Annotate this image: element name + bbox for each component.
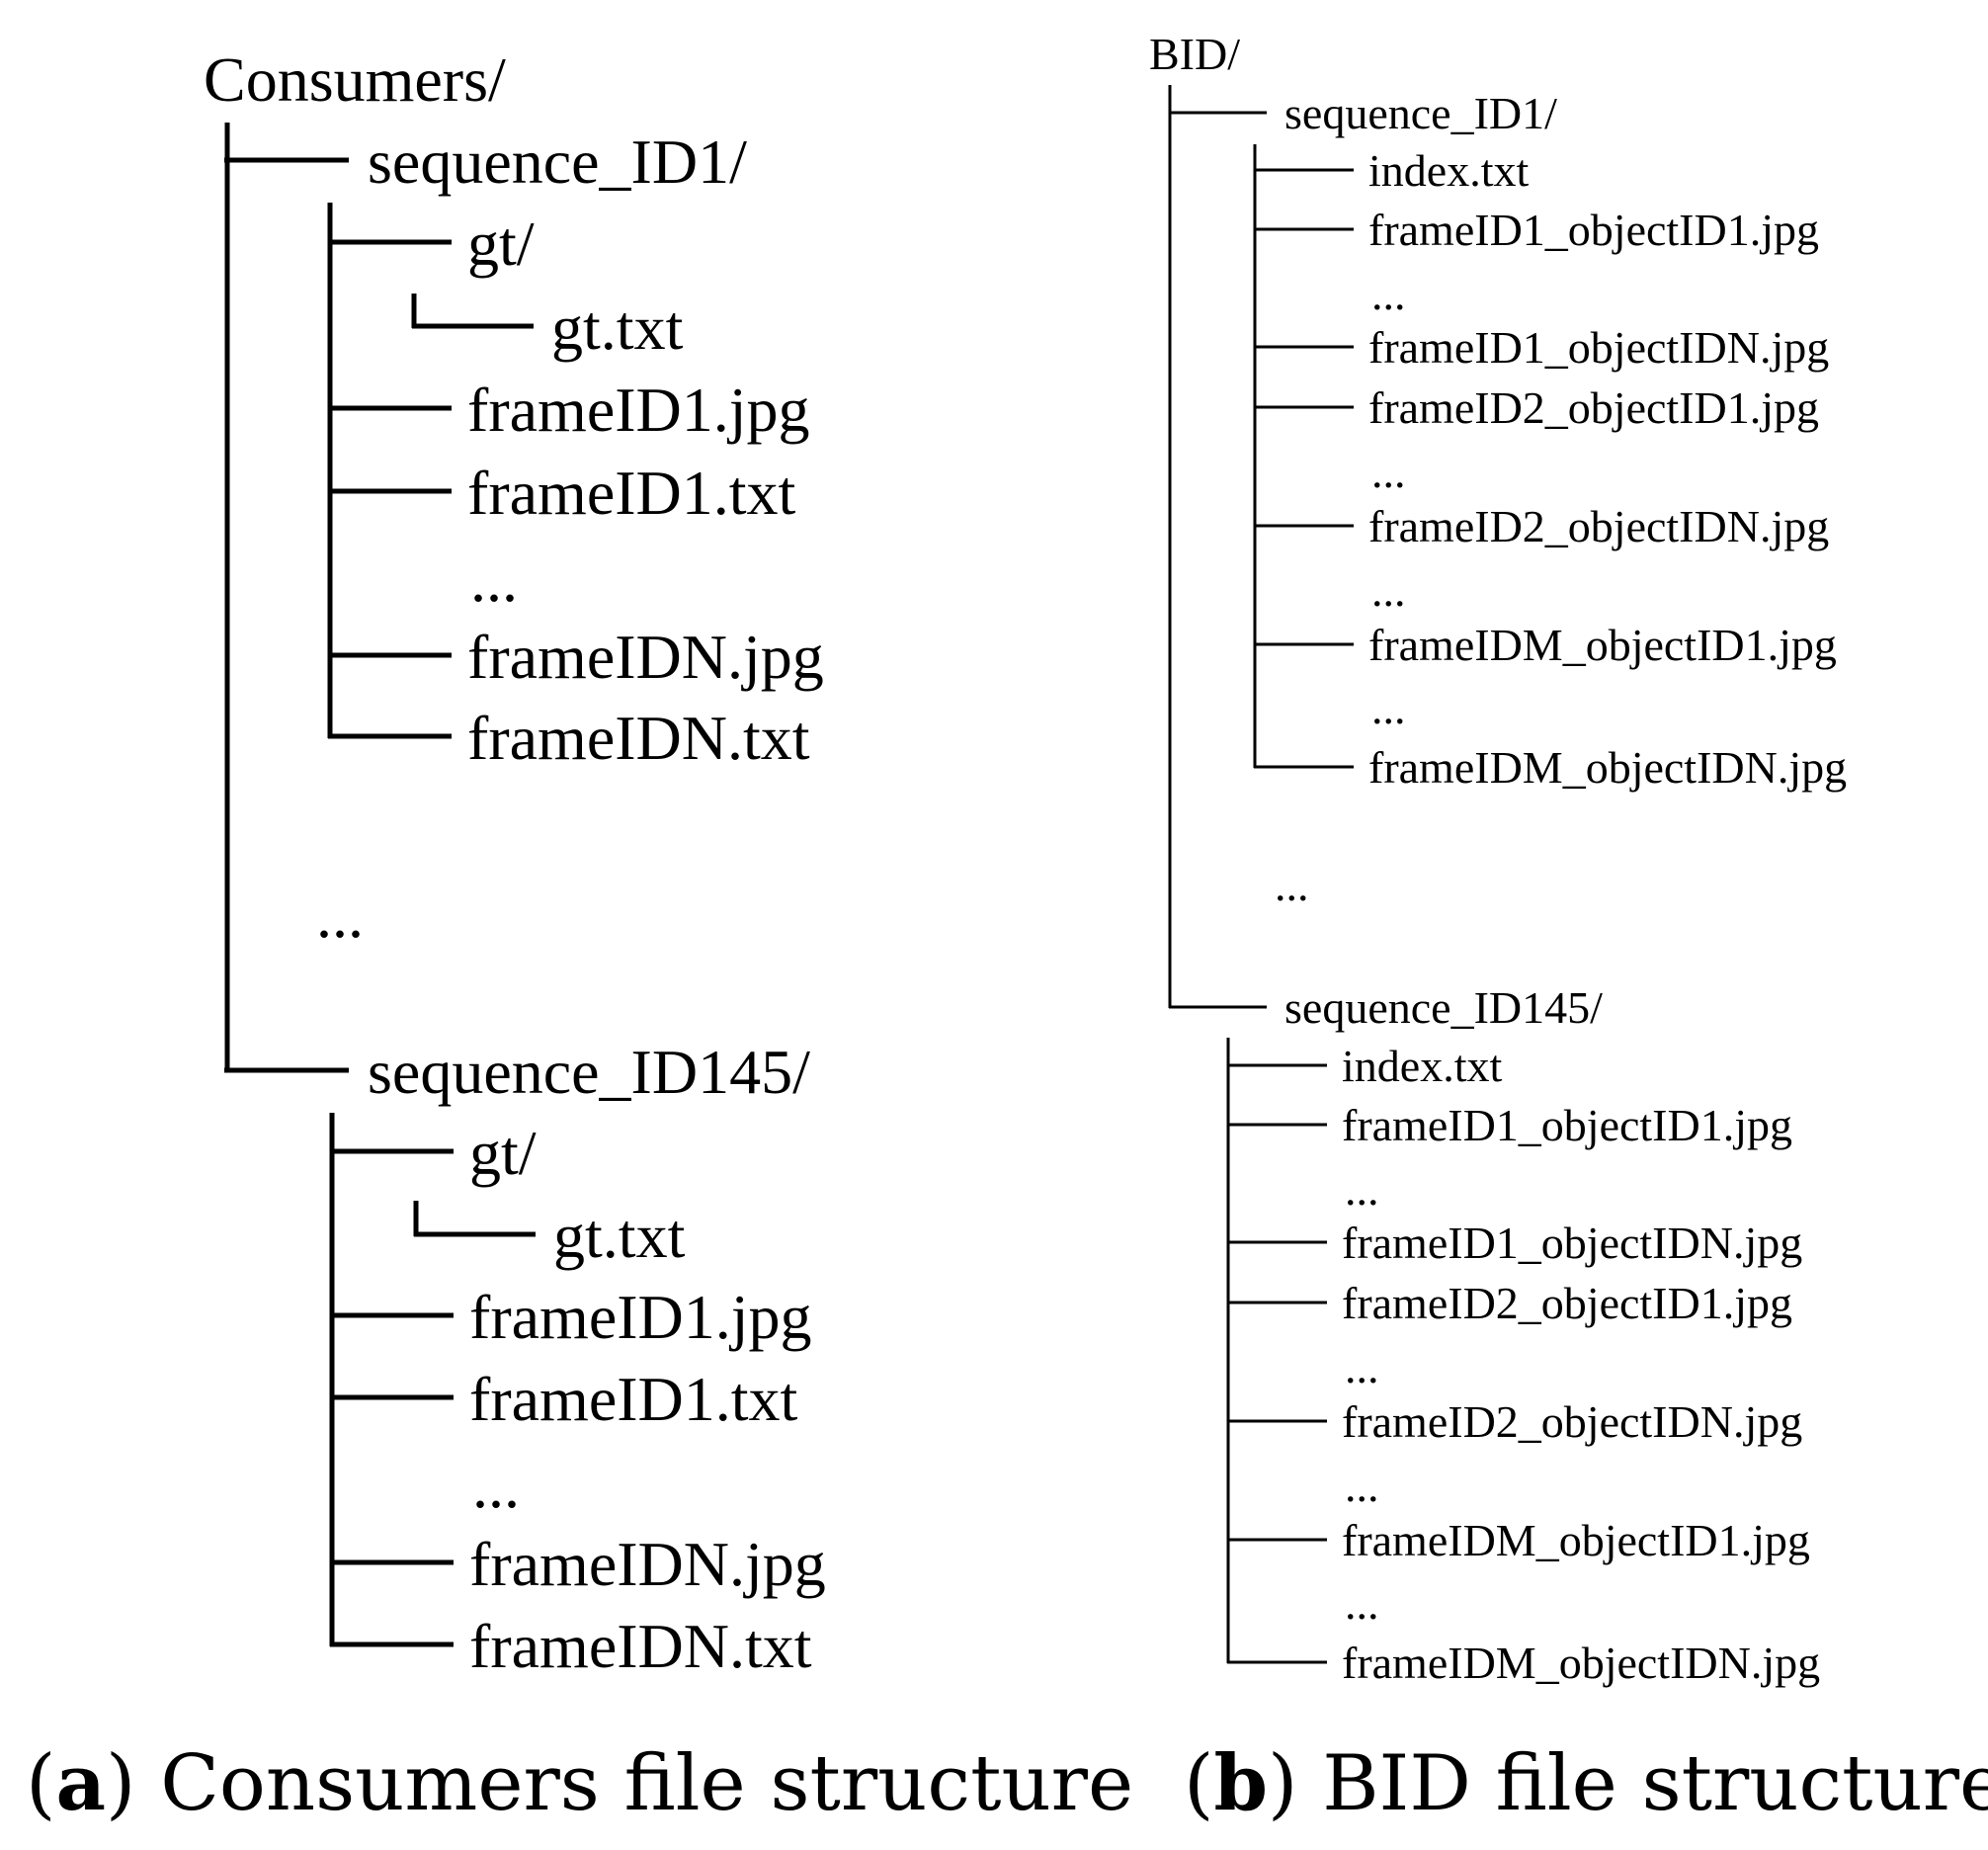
bid-seq145-file: frameIDM_objectID1.jpg bbox=[1342, 1515, 1810, 1565]
bid-seq1-file: frameIDM_objectID1.jpg bbox=[1368, 620, 1837, 670]
seq145-file: frameIDN.txt bbox=[469, 1611, 812, 1681]
seq1-file: frameIDN.txt bbox=[467, 703, 810, 773]
seq145-folder: sequence_ID145/ bbox=[368, 1037, 810, 1107]
bid-tree-lines bbox=[1168, 85, 1354, 1664]
root-folder-consumers: Consumers/ bbox=[204, 44, 506, 115]
bid-seq145-folder: sequence_ID145/ bbox=[1284, 982, 1603, 1033]
seq145-ellipsis: ... bbox=[472, 1451, 520, 1521]
bid-seq145-ellipsis: ... bbox=[1345, 1578, 1379, 1629]
consumers-tree-lines bbox=[224, 123, 536, 1647]
bid-seq1-file: index.txt bbox=[1368, 145, 1530, 196]
seq1-gt-file: gt.txt bbox=[551, 293, 684, 363]
bid-seq145-file: frameID1_objectIDN.jpg bbox=[1342, 1218, 1803, 1268]
seq1-ellipsis: ... bbox=[470, 545, 518, 615]
seq1-gt-folder: gt/ bbox=[467, 209, 535, 279]
caption-a-letter: a bbox=[55, 1738, 106, 1828]
seq1-folder: sequence_ID1/ bbox=[368, 126, 747, 197]
seq145-gt-file: gt.txt bbox=[553, 1201, 686, 1271]
bid-seq1-ellipsis: ... bbox=[1371, 683, 1406, 733]
bid-seq1-file: frameID1_objectIDN.jpg bbox=[1368, 322, 1830, 373]
bid-seq1-file: frameIDM_objectIDN.jpg bbox=[1368, 742, 1848, 793]
bid-seq1-file: frameID2_objectIDN.jpg bbox=[1368, 501, 1830, 551]
seq145-file: frameID1.txt bbox=[469, 1364, 798, 1434]
bid-sequences-ellipsis: ... bbox=[1275, 860, 1309, 910]
seq1-file: frameIDN.jpg bbox=[467, 622, 824, 692]
caption-b-letter: b bbox=[1213, 1738, 1268, 1828]
bid-seq1-folder: sequence_ID1/ bbox=[1284, 88, 1557, 138]
seq145-file: frameIDN.jpg bbox=[469, 1529, 826, 1599]
bid-seq145-file: index.txt bbox=[1342, 1041, 1503, 1091]
bid-seq145-file: frameIDM_objectIDN.jpg bbox=[1342, 1638, 1821, 1688]
caption-b: (b) BID file structure bbox=[1184, 1745, 1988, 1823]
bid-seq145-file: frameID2_objectIDN.jpg bbox=[1342, 1396, 1803, 1447]
seq1-file: frameID1.jpg bbox=[467, 375, 810, 445]
root-folder-bid: BID/ bbox=[1149, 29, 1240, 79]
seq145-file: frameID1.jpg bbox=[469, 1282, 812, 1352]
caption-a-text: Consumers file structure bbox=[160, 1739, 1134, 1828]
sequences-ellipsis: ... bbox=[316, 881, 364, 951]
bid-seq145-ellipsis: ... bbox=[1345, 1461, 1379, 1511]
seq1-file: frameID1.txt bbox=[467, 458, 796, 528]
seq145-gt-folder: gt/ bbox=[469, 1118, 537, 1188]
caption-a: (a) Consumers file structure bbox=[26, 1738, 1134, 1828]
bid-seq1-ellipsis: ... bbox=[1371, 565, 1406, 616]
bid-seq1-ellipsis: ... bbox=[1371, 447, 1406, 497]
bid-seq145-file: frameID2_objectID1.jpg bbox=[1342, 1278, 1793, 1328]
bid-seq1-file: frameID2_objectID1.jpg bbox=[1368, 382, 1820, 433]
caption-b-text: BID file structure bbox=[1322, 1739, 1988, 1828]
bid-seq145-ellipsis: ... bbox=[1345, 1342, 1379, 1392]
bid-seq145-ellipsis: ... bbox=[1345, 1164, 1379, 1215]
bid-seq1-file: frameID1_objectID1.jpg bbox=[1368, 205, 1820, 255]
bid-seq1-ellipsis: ... bbox=[1371, 269, 1406, 319]
bid-seq145-file: frameID1_objectID1.jpg bbox=[1342, 1100, 1793, 1150]
